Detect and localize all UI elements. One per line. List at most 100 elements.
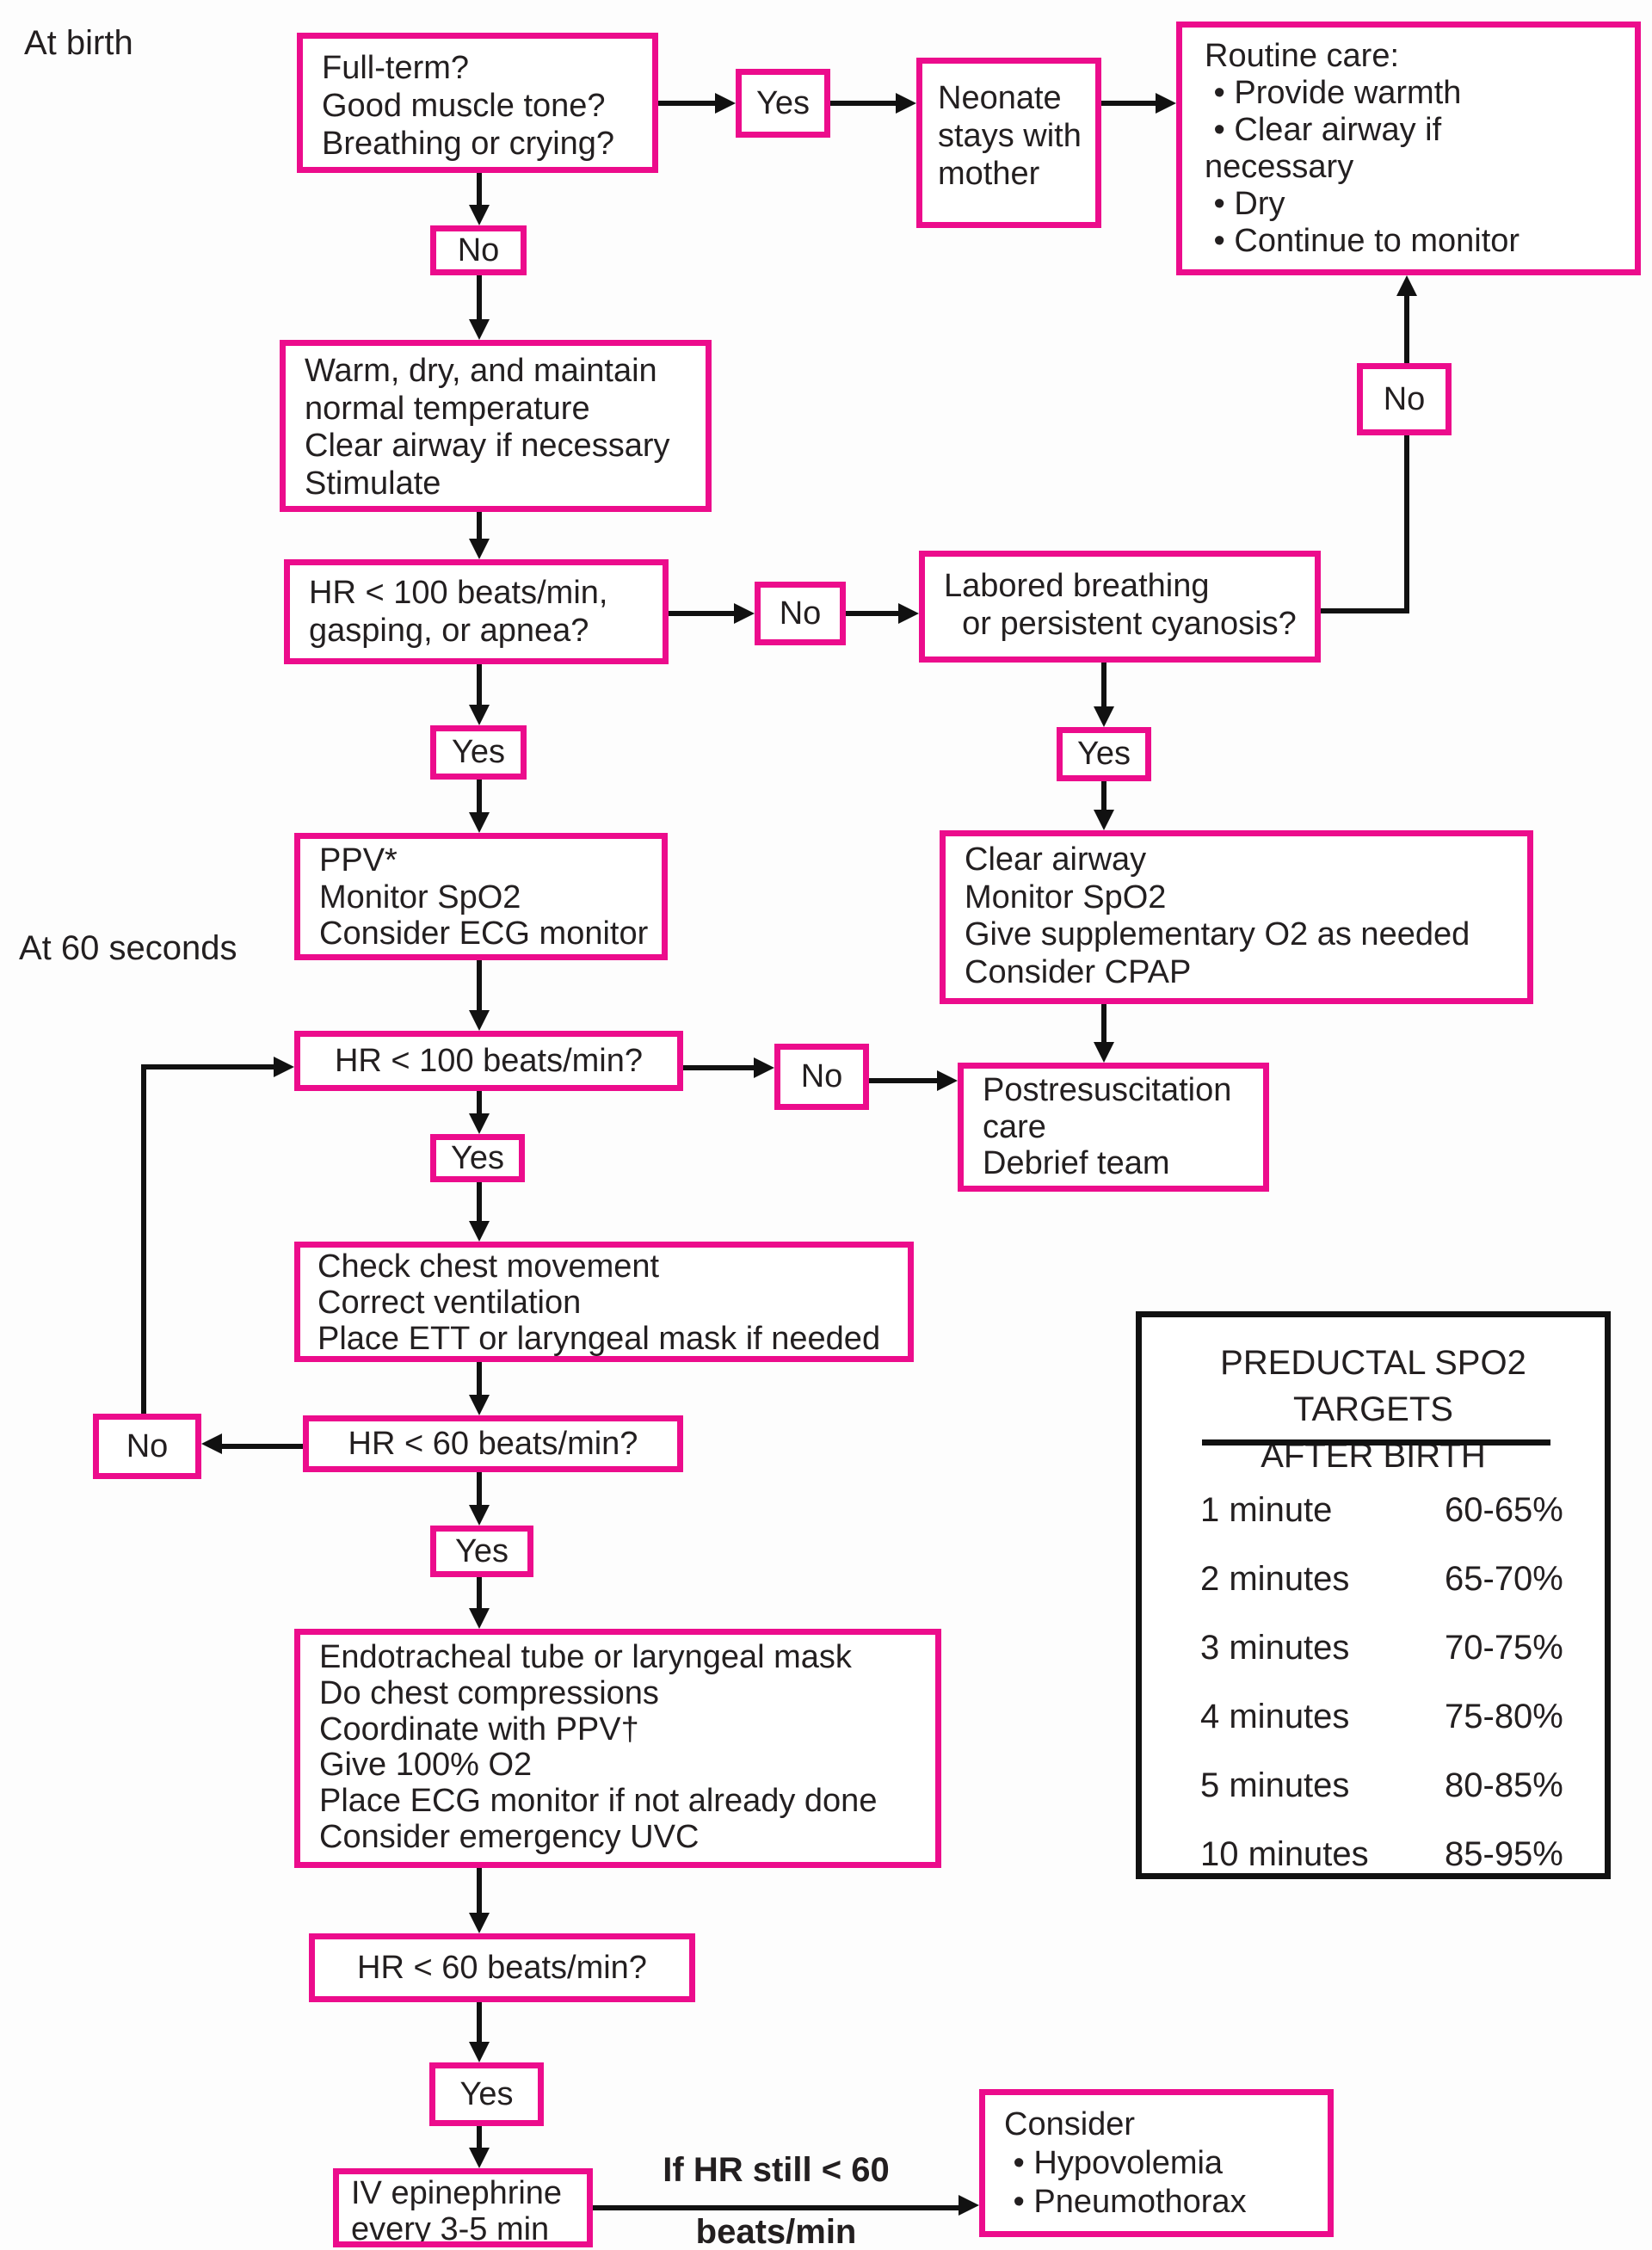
arrowhead-to-ppv: [469, 812, 490, 833]
arrowhead-to-postres-top: [1094, 1042, 1114, 1063]
arrowhead-to-yes3: [469, 1113, 490, 1134]
spo2-targets-table: PREDUCTAL SPO2 TARGETS AFTER BIRTH 1 min…: [1136, 1311, 1611, 1879]
arrowhead-to-routine: [1156, 93, 1176, 114]
node-hr100-question: HR < 100 beats/min?: [294, 1031, 683, 1091]
node-no-hr100-gasping: No: [755, 582, 846, 645]
node-no-full-term: No: [430, 225, 527, 275]
arrowhead-to-hr60: [469, 1395, 490, 1415]
arrowhead-to-yes4: [469, 1505, 490, 1526]
spo2-time: 4 minutes: [1200, 1698, 1350, 1735]
spo2-range: 65-70%: [1445, 1560, 1563, 1598]
connector-fullterm-yes: [658, 101, 717, 106]
connector-yes-epinephrine: [477, 2126, 482, 2149]
spo2-time: 1 minute: [1200, 1491, 1333, 1529]
phase-label-at-60-seconds: At 60 seconds: [19, 929, 237, 967]
connector-checkchest-hr60: [477, 1362, 482, 1396]
node-clear-airway-cpap: Clear airway Monitor SpO2 Give supplemen…: [940, 830, 1533, 1004]
node-yes-hr100-gasping: Yes: [430, 725, 527, 780]
connector-no-labored: [846, 611, 900, 616]
node-yes-hr60: Yes: [430, 1526, 533, 1577]
connector-labored-yes: [1101, 663, 1106, 708]
node-yes-hr60-2: Yes: [429, 2062, 544, 2126]
arrowhead-to-warm: [469, 319, 490, 340]
connector-clearairway-postres: [1101, 1004, 1106, 1044]
connector-hr60b-yes: [477, 2002, 482, 2043]
node-yes-full-term: Yes: [736, 69, 830, 138]
phase-label-at-birth: At birth: [24, 24, 133, 62]
node-hr100-gasping-apnea: HR < 100 beats/min, gasping, or apnea?: [284, 559, 669, 664]
node-postresuscitation-care: Postresuscitation care Debrief team: [958, 1063, 1269, 1192]
connector-labored-no-routine: [1404, 294, 1409, 613]
node-hr60-question-2: HR < 60 beats/min?: [309, 1933, 695, 2002]
spo2-range: 75-80%: [1445, 1698, 1563, 1735]
spo2-row-1min: 1 minute 60-65%: [1142, 1491, 1605, 1532]
connector-fullterm-no: [477, 173, 482, 207]
connector-labored-elbow: [1321, 608, 1407, 613]
connector-yes-endotracheal: [477, 1577, 482, 1610]
connector-epinephrine-consider: [593, 2205, 960, 2210]
spo2-time: 2 minutes: [1200, 1560, 1350, 1598]
spo2-title-underline: [1202, 1439, 1550, 1446]
spo2-row-4min: 4 minutes 75-80%: [1142, 1698, 1605, 1739]
connector-yes-checkchest: [477, 1182, 482, 1223]
node-routine-care: Routine care: • Provide warmth • Clear a…: [1176, 22, 1641, 275]
node-hr60-question: HR < 60 beats/min?: [303, 1415, 683, 1472]
node-warm-dry-stimulate: Warm, dry, and maintain normal temperatu…: [280, 340, 712, 512]
arrowhead-to-no5: [201, 1433, 222, 1454]
spo2-range: 85-95%: [1445, 1835, 1563, 1873]
spo2-time: 10 minutes: [1200, 1835, 1369, 1873]
connector-no-postres: [869, 1078, 939, 1083]
arrowhead-to-hr100g: [469, 539, 490, 559]
node-no-labored: No: [1357, 363, 1452, 435]
arrowhead-to-no2: [734, 603, 755, 624]
node-no-hr100: No: [774, 1044, 869, 1110]
arrowhead-to-yes1: [715, 93, 736, 114]
node-consider-hypovolemia-pneumothorax: Consider • Hypovolemia • Pneumothorax: [979, 2089, 1334, 2237]
node-yes-labored: Yes: [1057, 727, 1151, 781]
connector-endotracheal-hr60b: [477, 1868, 482, 1914]
arrowhead-to-endotracheal: [469, 1608, 490, 1629]
node-yes-hr100: Yes: [430, 1134, 525, 1182]
arrowhead-feedback-to-hr100: [274, 1057, 294, 1077]
connector-hr100g-no: [669, 611, 736, 616]
edge-label-beats-min: beats/min: [695, 2213, 857, 2250]
arrowhead-to-postres: [937, 1070, 958, 1091]
arrowhead-to-no1: [469, 205, 490, 225]
spo2-range: 60-65%: [1445, 1491, 1563, 1529]
spo2-row-2min: 2 minutes 65-70%: [1142, 1560, 1605, 1601]
connector-hr100-yes: [477, 1091, 482, 1115]
arrowhead-to-consider: [959, 2195, 979, 2216]
arrowhead-to-hr60b: [469, 1913, 490, 1933]
node-no-hr60: No: [93, 1414, 201, 1479]
connector-no-feedback-vertical: [141, 1064, 146, 1414]
spo2-row-3min: 3 minutes 70-75%: [1142, 1629, 1605, 1670]
arrowhead-to-neonate: [896, 93, 916, 114]
node-iv-epinephrine: IV epinephrine every 3-5 min: [333, 2168, 593, 2247]
arrowhead-to-routine-bottom: [1396, 275, 1417, 296]
arrowhead-to-epinephrine: [469, 2148, 490, 2168]
connector-hr100-no: [683, 1065, 755, 1070]
connector-ppv-hr100: [477, 960, 482, 1012]
connector-yes-clearairway: [1101, 781, 1106, 811]
arrowhead-to-hr100: [469, 1010, 490, 1031]
spo2-range: 80-85%: [1445, 1766, 1563, 1804]
connector-yes-neonate: [830, 101, 897, 106]
connector-hr60-no: [220, 1444, 303, 1449]
node-endotracheal-compressions: Endotracheal tube or laryngeal mask Do c…: [294, 1629, 941, 1868]
arrowhead-to-checkchest: [469, 1221, 490, 1242]
connector-warm-hr100g: [477, 512, 482, 541]
node-labored-breathing-cyanosis: Labored breathing or persistent cyanosis…: [919, 551, 1321, 663]
arrowhead-to-clearairway: [1094, 810, 1114, 830]
connector-neonate-routine: [1101, 101, 1157, 106]
connector-hr60-yes: [477, 1472, 482, 1507]
node-ppv-monitor: PPV* Monitor SpO2 Consider ECG monitor: [294, 833, 668, 960]
arrowhead-to-yesg: [469, 705, 490, 725]
connector-no-warm: [477, 275, 482, 322]
node-full-term: Full-term? Good muscle tone? Breathing o…: [297, 33, 658, 173]
edge-label-if-hr-still-low: If HR still < 60: [663, 2151, 890, 2189]
arrowhead-to-yesi: [1094, 706, 1114, 727]
connector-yes-ppv: [477, 780, 482, 814]
spo2-row-5min: 5 minutes 80-85%: [1142, 1766, 1605, 1808]
spo2-range: 70-75%: [1445, 1629, 1563, 1667]
